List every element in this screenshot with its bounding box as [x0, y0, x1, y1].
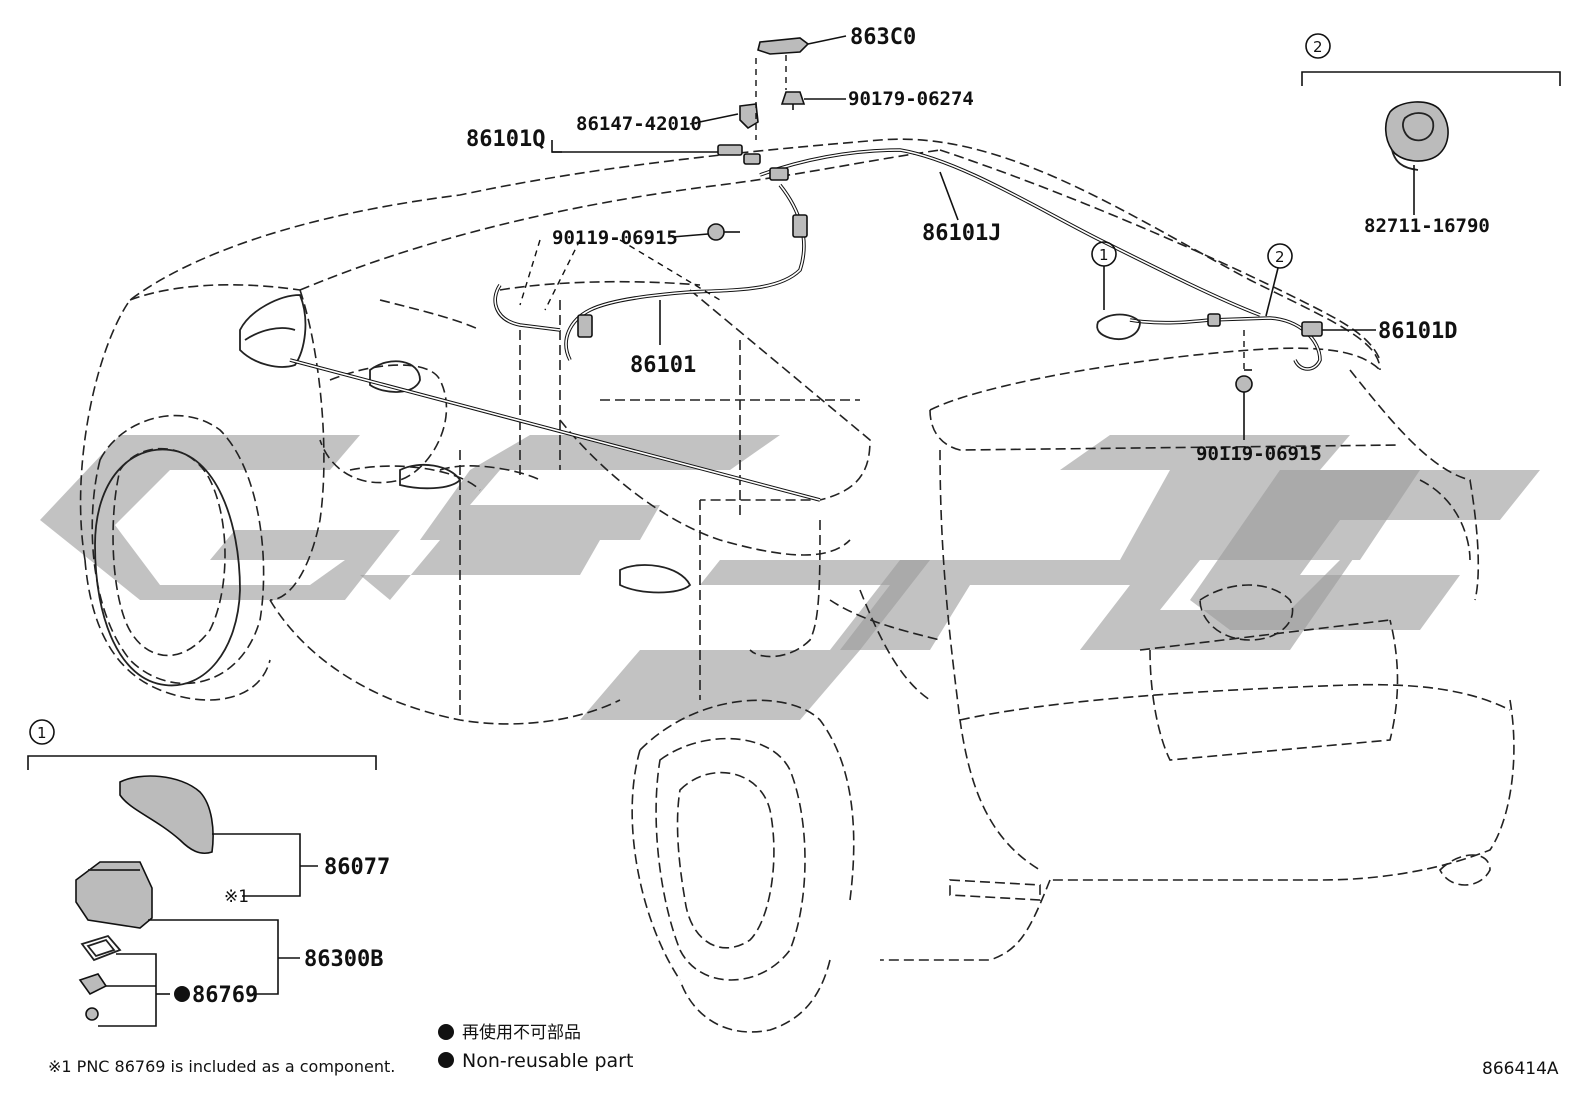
callout-1-main: 1	[1091, 241, 1117, 267]
legend-jp: 再使用不可部品	[462, 1022, 581, 1043]
bracket-863c0	[757, 37, 810, 55]
side-mirror	[239, 294, 307, 368]
interior-cable	[289, 358, 821, 502]
legend: 再使用不可部品 Non-reusable part	[438, 1022, 633, 1072]
label-90119-06915-top: 90119-06915	[552, 227, 678, 249]
grommet-86147	[739, 103, 759, 130]
clip-rear	[1207, 313, 1221, 327]
grommet-82711	[1384, 101, 1449, 171]
antenna-harness	[493, 148, 1322, 371]
label-90119-06915-rear: 90119-06915	[1196, 443, 1322, 465]
legend-dot-jp	[438, 1024, 454, 1040]
front-wheel	[94, 448, 241, 687]
nut-86769	[78, 973, 108, 996]
label-86769: 86769	[192, 983, 258, 1008]
connector-dash	[577, 314, 593, 338]
asterisk-mark: ※1	[224, 887, 249, 907]
label-82711-16790: 82711-16790	[1364, 215, 1490, 237]
label-86101j: 86101J	[922, 221, 1001, 246]
connector-roof	[769, 167, 789, 181]
interior-details	[369, 360, 692, 594]
legend-en: Non-reusable part	[462, 1050, 633, 1072]
gasket	[80, 934, 122, 962]
guide-lines	[519, 55, 1245, 370]
label-86300b: 86300B	[304, 947, 383, 972]
connector-86101d	[1301, 321, 1323, 337]
legend-dot-en	[438, 1052, 454, 1068]
label-86147-42010: 86147-42010	[576, 113, 702, 135]
label-86077: 86077	[324, 855, 390, 880]
connector-86101q	[743, 153, 761, 165]
antenna-base	[75, 861, 153, 929]
label-90179-06274: 90179-06274	[848, 88, 974, 110]
svg-text:1: 1	[1099, 246, 1109, 264]
label-863c0: 863C0	[850, 25, 916, 50]
connectors	[577, 144, 1323, 338]
label-86101q: 86101Q	[466, 127, 545, 152]
connector-86147	[717, 144, 743, 156]
callout-1-inset: 1	[29, 719, 55, 745]
watermark	[40, 435, 1540, 720]
vehicle-outline	[79, 138, 1515, 1033]
callout-2-main: 2	[1267, 243, 1293, 269]
shark-fin-cover	[119, 775, 214, 855]
label-86101d: 86101D	[1378, 319, 1457, 344]
callout-2-inset: 2	[1305, 33, 1331, 59]
bolt-90119-top	[707, 223, 740, 241]
svg-text:2: 2	[1275, 248, 1285, 266]
diagram-code: 866414A	[1482, 1059, 1559, 1079]
roof-antenna-location	[1096, 313, 1141, 340]
leader-lines	[27, 35, 1561, 1027]
svg-text:1: 1	[37, 724, 47, 742]
connector-pillar	[792, 214, 808, 238]
label-86101: 86101	[630, 353, 696, 378]
svg-text:2: 2	[1313, 38, 1323, 56]
clip-90179	[780, 91, 806, 110]
footnote: ※1 PNC 86769 is included as a component.	[48, 1057, 395, 1076]
bolt-90119-rear	[1235, 369, 1253, 393]
non-reusable-dot-86769	[174, 986, 190, 1002]
screw-small	[85, 1007, 99, 1021]
